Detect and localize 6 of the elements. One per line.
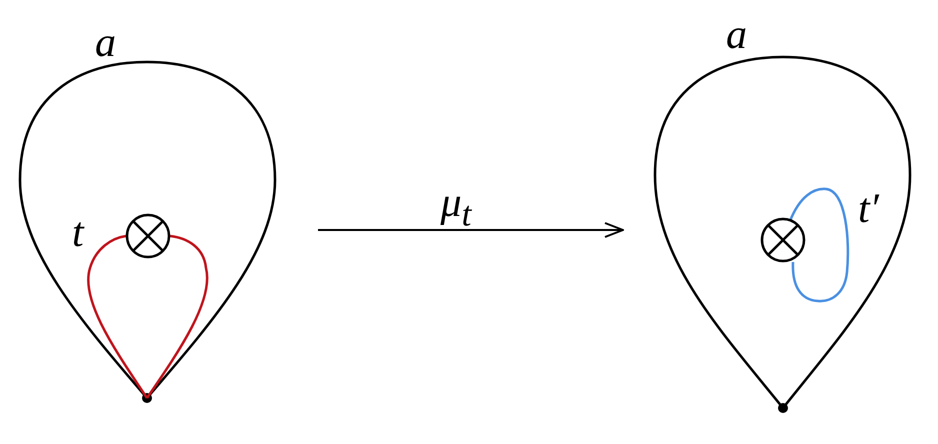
curve-label: a [726,14,747,56]
curve-label: t [72,212,84,254]
curve-label: a [95,22,116,64]
edge-label: μ$_{t}$ [440,182,472,232]
curve-label: t′ [858,188,879,230]
arrow [318,222,624,238]
